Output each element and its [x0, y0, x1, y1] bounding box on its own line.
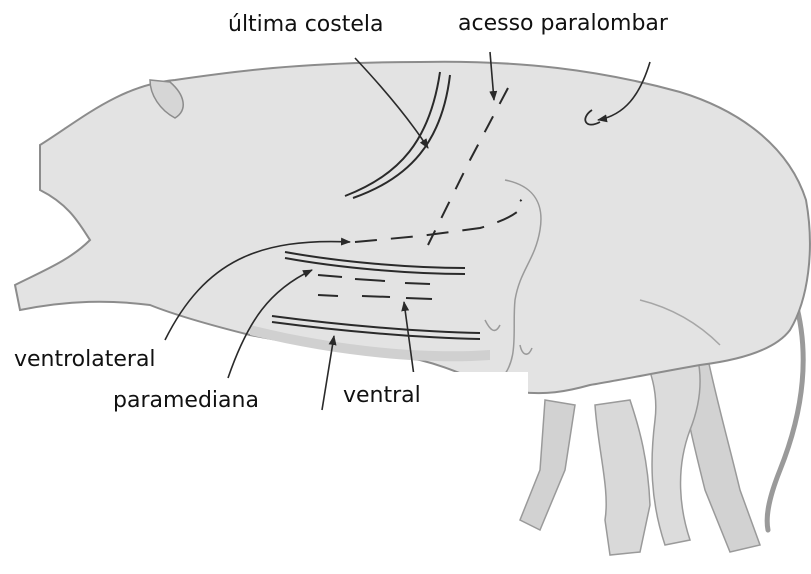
label-ultima-costela: última costela	[228, 14, 383, 36]
label-paramediana: paramediana	[113, 390, 259, 412]
pig-body	[15, 62, 810, 393]
front-leg-near	[595, 400, 650, 555]
front-leg-far	[520, 400, 575, 530]
label-ventrolateral: ventrolateral	[14, 349, 156, 371]
label-ventral: ventral	[343, 385, 421, 407]
label-acesso-paralombar: acesso paralombar	[458, 13, 668, 35]
